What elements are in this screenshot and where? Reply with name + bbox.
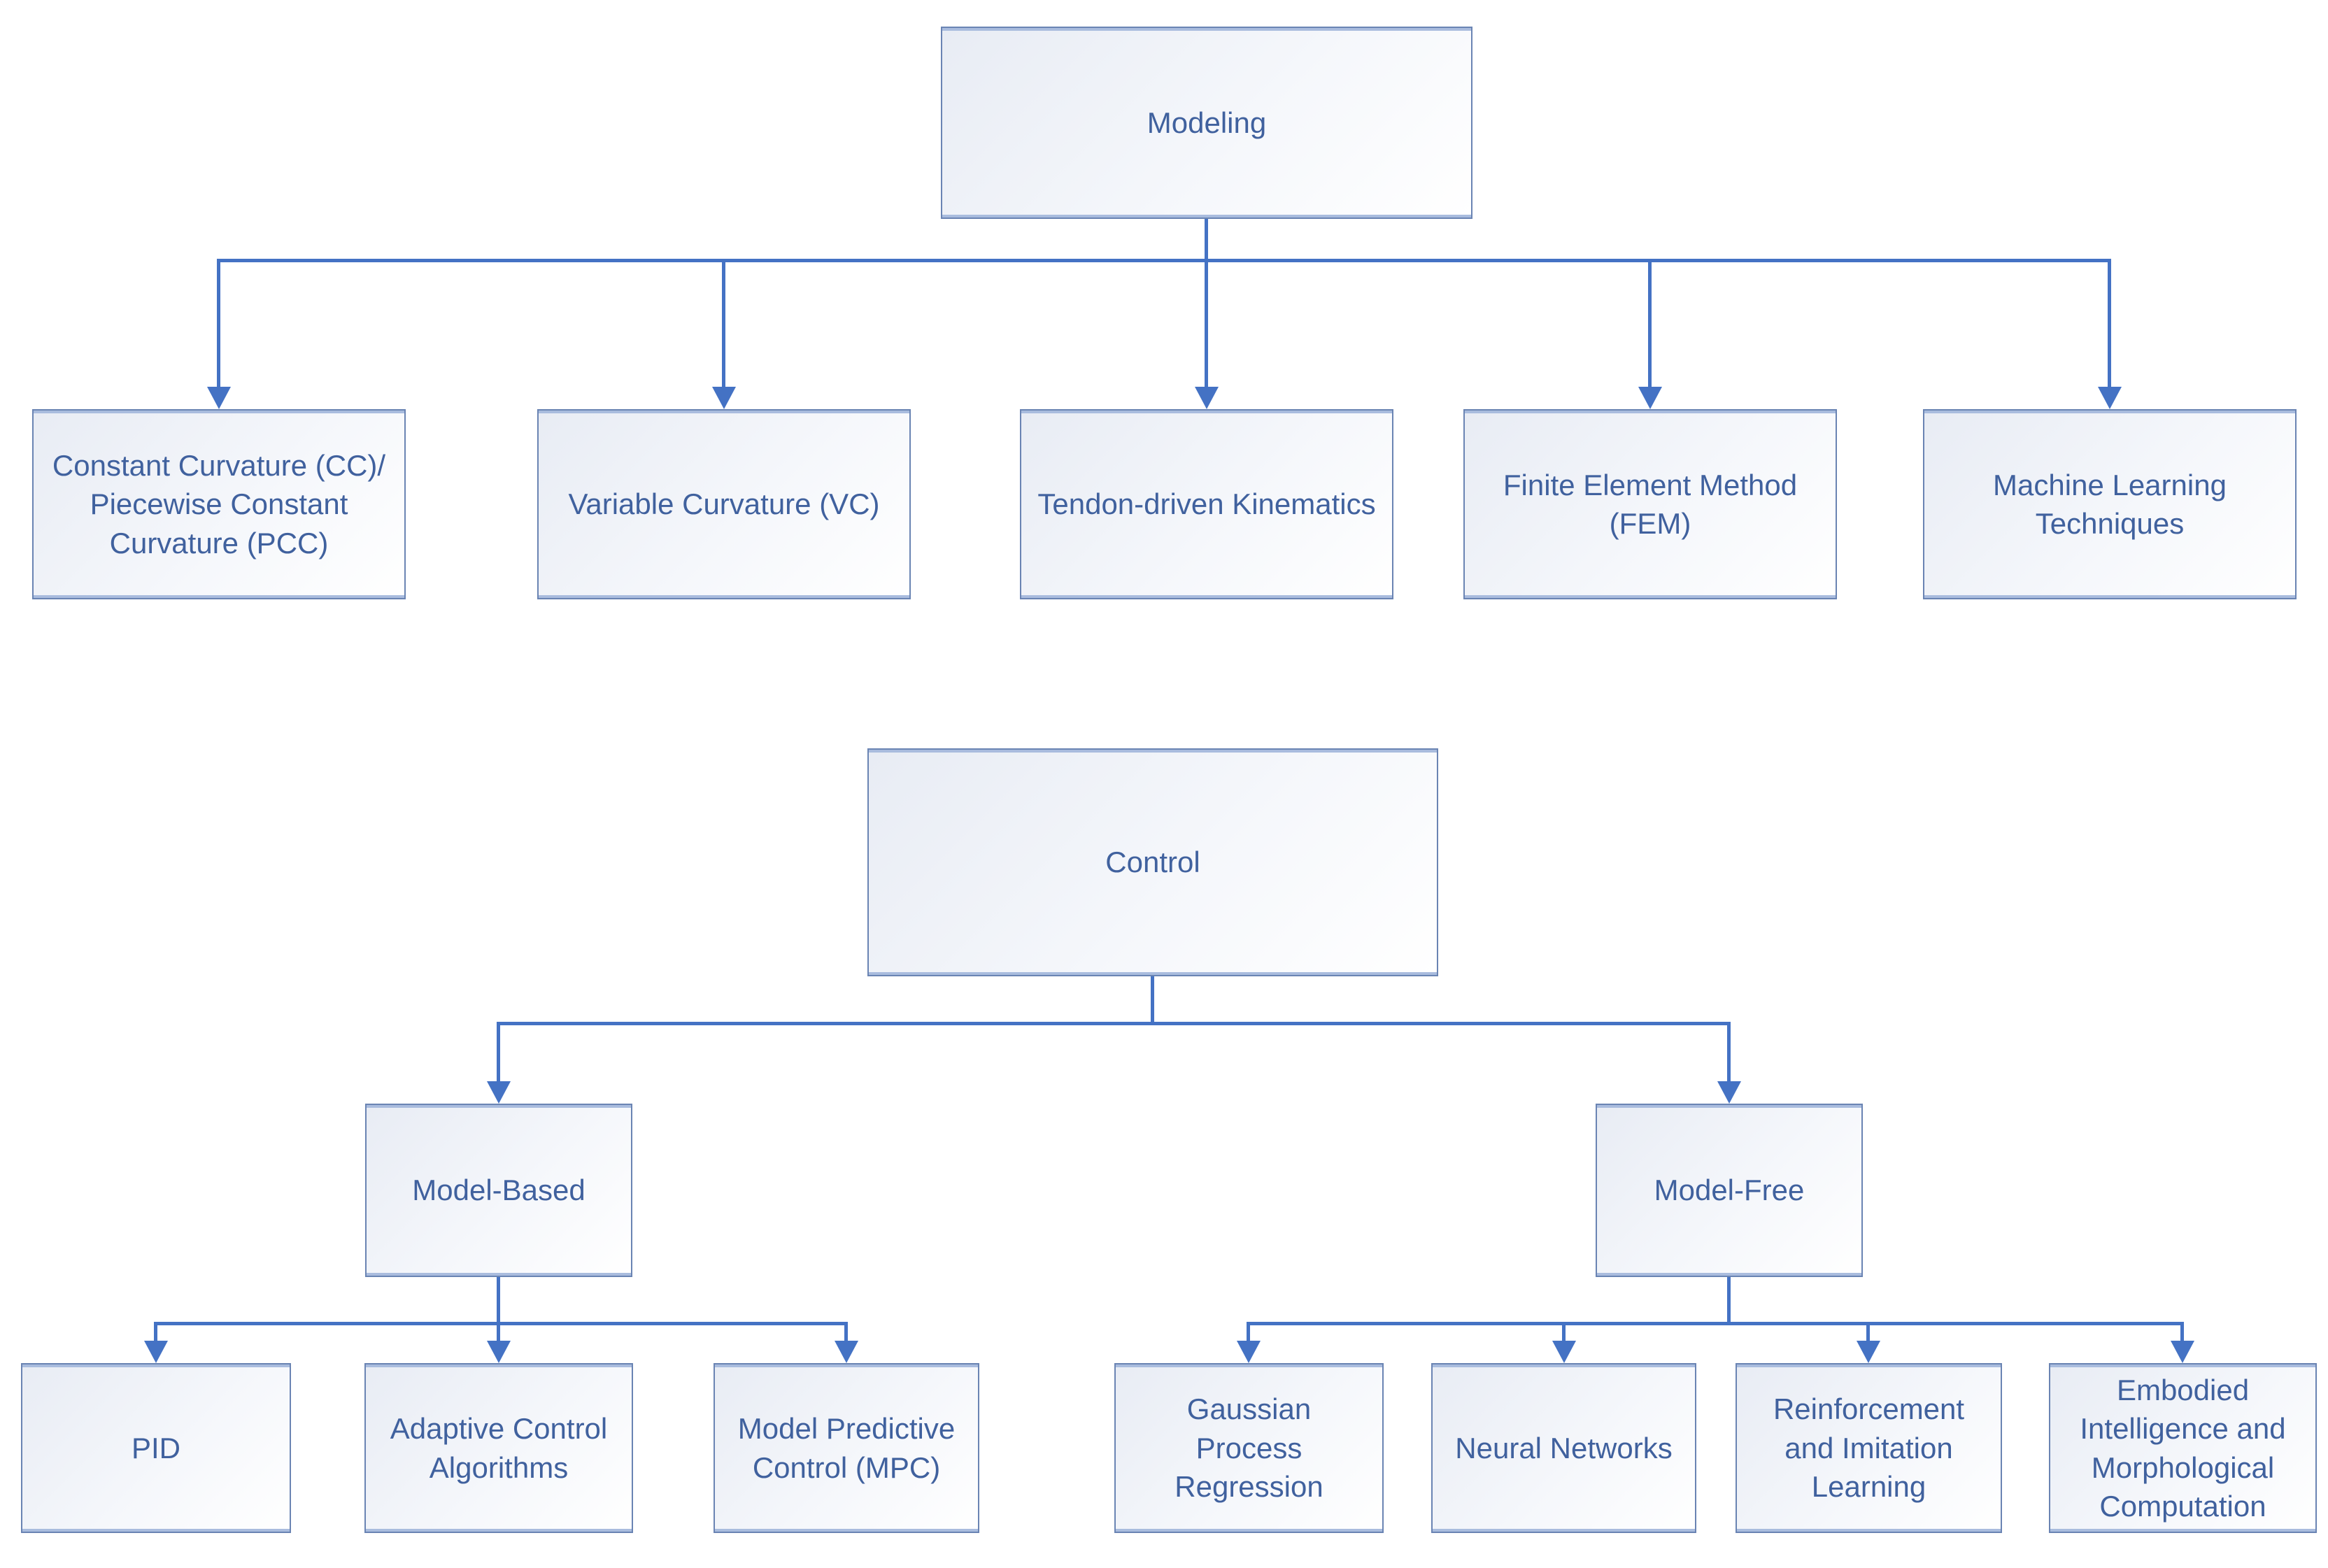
arrow-down-icon (712, 387, 736, 409)
connector-line (1727, 1277, 1731, 1323)
connector-line (2108, 259, 2111, 388)
node-model-based: Model-Based (365, 1104, 632, 1277)
node-reinforcement-imitation-learning: Reinforcement and Imitation Learning (1736, 1363, 2002, 1533)
arrow-down-icon (2098, 387, 2122, 409)
connector-line (1247, 1322, 1250, 1341)
arrow-down-icon (144, 1341, 168, 1363)
node-label: Gaussian Process Regression (1174, 1392, 1323, 1504)
connector-line (722, 259, 725, 388)
node-model-predictive-control: Model Predictive Control (MPC) (714, 1363, 979, 1533)
connector-line (844, 1322, 848, 1341)
arrow-down-icon (1717, 1081, 1741, 1104)
connector-line (1249, 1322, 2182, 1325)
connector-line (1205, 259, 1208, 388)
arrow-down-icon (487, 1081, 511, 1104)
node-machine-learning-techniques: Machine Learning Techniques (1923, 409, 2297, 599)
connector-line (499, 1022, 1729, 1025)
connector-line (219, 259, 2110, 262)
node-finite-element-method: Finite Element Method (FEM) (1463, 409, 1837, 599)
node-pid: PID (21, 1363, 291, 1533)
node-label: Control (1105, 846, 1200, 879)
connector-line (1648, 259, 1652, 388)
node-label: Modeling (1147, 106, 1267, 139)
arrow-down-icon (487, 1341, 511, 1363)
node-embodied-intelligence-morphological-computation: Embodied Intelligence and Morphological … (2049, 1363, 2317, 1533)
node-control: Control (867, 748, 1438, 976)
arrow-down-icon (835, 1341, 858, 1363)
node-tendon-driven-kinematics: Tendon-driven Kinematics (1020, 409, 1393, 599)
node-variable-curvature: Variable Curvature (VC) (537, 409, 911, 599)
arrow-down-icon (207, 387, 231, 409)
node-label: Adaptive Control Algorithms (390, 1412, 608, 1484)
node-label: Machine Learning Techniques (1993, 468, 2227, 540)
node-label: Model-Free (1654, 1174, 1805, 1207)
node-label: PID (131, 1431, 180, 1464)
connector-line (1866, 1322, 1870, 1341)
connector-line (2180, 1322, 2184, 1341)
node-label: Constant Curvature (CC)/ Piecewise Const… (52, 448, 386, 560)
arrow-down-icon (1857, 1341, 1880, 1363)
connector-line (1727, 1022, 1731, 1081)
node-label: Variable Curvature (VC) (568, 487, 880, 521)
node-label: Reinforcement and Imitation Learning (1773, 1392, 1965, 1504)
node-modeling: Modeling (941, 27, 1472, 219)
node-label: Neural Networks (1455, 1431, 1673, 1464)
connector-line (217, 259, 220, 388)
connector-line (497, 1022, 500, 1081)
node-neural-networks: Neural Networks (1431, 1363, 1696, 1533)
node-label: Embodied Intelligence and Morphological … (2080, 1373, 2286, 1523)
node-constant-curvature: Constant Curvature (CC)/ Piecewise Const… (32, 409, 406, 599)
node-model-free: Model-Free (1596, 1104, 1863, 1277)
connector-line (154, 1322, 157, 1341)
arrow-down-icon (1237, 1341, 1261, 1363)
arrow-down-icon (2171, 1341, 2194, 1363)
connector-line (497, 1277, 500, 1341)
arrow-down-icon (1552, 1341, 1576, 1363)
node-label: Finite Element Method (FEM) (1503, 468, 1798, 540)
node-label: Model-Based (412, 1174, 585, 1207)
connector-line (1562, 1322, 1566, 1341)
connector-line (156, 1322, 846, 1325)
connector-line (1205, 219, 1208, 262)
connector-line (1151, 976, 1154, 1023)
node-adaptive-control-algorithms: Adaptive Control Algorithms (364, 1363, 633, 1533)
node-gaussian-process-regression: Gaussian Process Regression (1114, 1363, 1384, 1533)
arrow-down-icon (1638, 387, 1662, 409)
node-label: Tendon-driven Kinematics (1037, 487, 1376, 521)
arrow-down-icon (1195, 387, 1219, 409)
node-label: Model Predictive Control (MPC) (737, 1412, 956, 1484)
